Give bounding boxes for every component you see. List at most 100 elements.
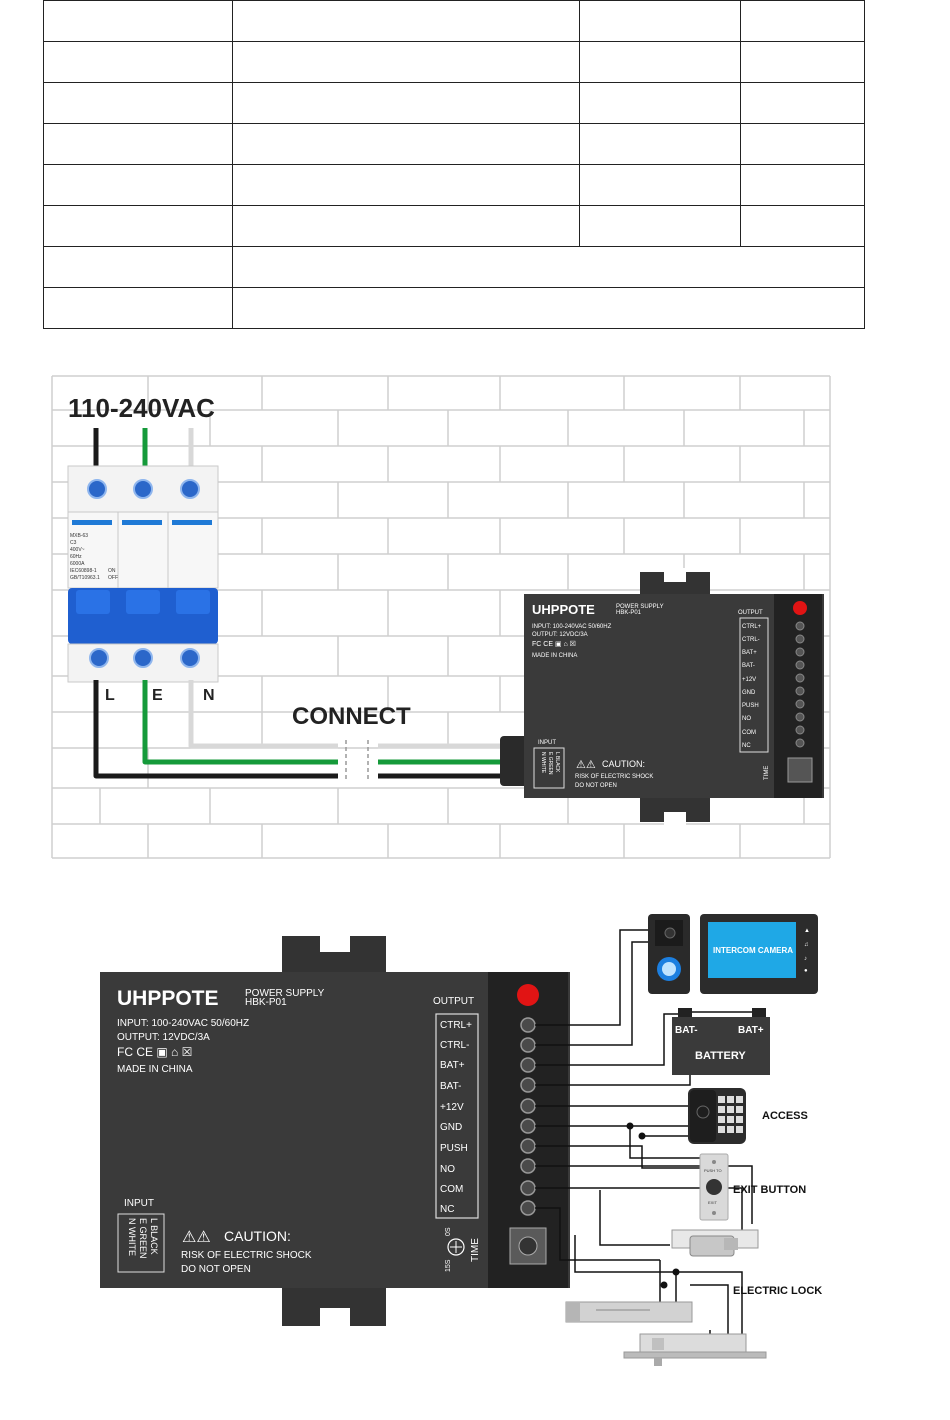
- exit-button: PUSH TO EXIT: [699, 1153, 729, 1221]
- device-brand: UHPPOTE: [117, 987, 219, 1010]
- electric-lock-label: ELECTRIC LOCK: [733, 1285, 822, 1297]
- exit-button-label: EXIT BUTTON: [733, 1184, 806, 1196]
- spec-table: [43, 0, 865, 329]
- battery-minus-label: BAT-: [675, 1025, 698, 1036]
- caution-title-small: CAUTION:: [602, 759, 645, 769]
- terminal-label: PUSH: [440, 1143, 468, 1154]
- device-product-line2: HBK-P01: [245, 997, 287, 1008]
- led-indicator-large: [517, 984, 539, 1006]
- wire-l-label: L BLACK: [149, 1218, 159, 1255]
- exit-label-small: EXIT: [708, 1200, 717, 1205]
- svg-text:♫: ♫: [804, 942, 809, 948]
- connect-label: CONNECT: [292, 703, 411, 730]
- breaker-rating: C3: [70, 540, 77, 546]
- device-product-line2-small: HBK-P01: [616, 610, 642, 616]
- terminal-small: NC: [742, 743, 751, 749]
- terminal-label: NC: [440, 1204, 454, 1215]
- device-product-line1: POWER SUPPLY: [245, 988, 325, 999]
- time-label-small: TIME: [764, 766, 770, 780]
- input-label: INPUT: [124, 1198, 154, 1209]
- terminal-small: NO: [742, 716, 751, 722]
- table-row: [43, 123, 865, 165]
- terminal-label-n: N: [203, 687, 215, 704]
- table-row: [43, 41, 865, 83]
- terminal-small: CTRL+: [742, 624, 762, 630]
- caution-line1: RISK OF ELECTRIC SHOCK: [181, 1250, 312, 1261]
- push-to-label: PUSH TO: [704, 1168, 722, 1173]
- terminal-label: NO: [440, 1164, 455, 1175]
- time-dial-icon: [447, 1238, 465, 1256]
- table-cell: [579, 82, 741, 124]
- table-cell: [232, 287, 865, 329]
- wire-n-label: N WHITE: [127, 1218, 137, 1256]
- table-row: [43, 287, 865, 329]
- device-made-in-small: MADE IN CHINA: [532, 653, 577, 659]
- breaker-screw-icons: [87, 479, 200, 668]
- ac-wires: [93, 680, 508, 782]
- terminal-small: PUSH: [742, 703, 759, 709]
- electric-strike: [671, 1229, 759, 1257]
- table-cell: [43, 287, 233, 329]
- terminal-label: BAT+: [440, 1060, 465, 1071]
- device-input-spec-small: INPUT: 100-240VAC 50/60HZ: [532, 624, 612, 630]
- time-label: TIME: [470, 1238, 481, 1262]
- doorbell-camera: [648, 914, 690, 994]
- device-input-spec: INPUT: 100-240VAC 50/60HZ: [117, 1018, 249, 1029]
- time-min-label: 0S: [445, 1227, 452, 1236]
- breaker-cap: 6000A: [70, 561, 85, 567]
- table-cell: [740, 82, 865, 124]
- svg-text:♪: ♪: [804, 956, 807, 962]
- bolt-lock: [623, 1333, 767, 1366]
- power-supply-device-large: UHPPOTE POWER SUPPLY HBK-P01 INPUT: 100-…: [100, 932, 570, 1328]
- terminal-label: COM: [440, 1184, 463, 1195]
- table-cell: [579, 164, 741, 206]
- circuit-breaker: MXB-63 C3 400V~ 60Hz 6000A IEC60898-1 GB…: [67, 465, 219, 683]
- device-made-in: MADE IN CHINA: [117, 1064, 193, 1075]
- caution-line1-small: RISK OF ELECTRIC SHOCK: [575, 774, 653, 780]
- caution-line2-small: DO NOT OPEN: [575, 783, 617, 789]
- magnetic-lock: [565, 1301, 693, 1323]
- warning-icon: ⚠⚠: [576, 759, 596, 771]
- battery: BAT- BAT+ BATTERY: [672, 1008, 770, 1075]
- terminal-label: +12V: [440, 1102, 464, 1113]
- table-cell: [579, 41, 741, 83]
- breaker-voltage: 400V~: [70, 547, 85, 553]
- led-indicator: [793, 601, 807, 615]
- table-cell: [740, 41, 865, 83]
- battery-label: BATTERY: [695, 1050, 746, 1062]
- terminal-small: GND: [742, 690, 756, 696]
- access-label: ACCESS: [762, 1110, 808, 1122]
- terminal-label: CTRL+: [440, 1020, 472, 1031]
- breaker-model: MXB-63: [70, 533, 88, 539]
- table-cell: [232, 123, 580, 165]
- terminal-small: BAT-: [742, 663, 755, 669]
- device-output-spec-small: OUTPUT: 12VDC/3A: [532, 632, 588, 638]
- terminal-label-l: L: [105, 687, 115, 704]
- terminal-small: BAT+: [742, 650, 757, 656]
- breaker-freq: 60Hz: [70, 554, 82, 560]
- table-cell: [43, 246, 233, 288]
- power-supply-device-small: UHPPOTE POWER SUPPLY HBK-P01 INPUT: 100-…: [500, 568, 824, 826]
- input-wires-top: [93, 428, 194, 468]
- table-row: [43, 246, 865, 288]
- table-row: [43, 205, 865, 247]
- wire-e-small: E GREEN: [547, 752, 553, 775]
- terminal-small: +12V: [742, 677, 756, 683]
- svg-text:▲: ▲: [804, 928, 810, 934]
- wire-l-small: L BLACK: [554, 752, 560, 773]
- voltage-title: 110-240VAC: [68, 393, 215, 423]
- access-keypad: [688, 1088, 746, 1144]
- table-cell: [579, 0, 741, 42]
- terminal-label-e: E: [152, 687, 163, 704]
- output-label-small: OUTPUT: [738, 610, 763, 616]
- wire-junctions: [626, 1122, 680, 1289]
- terminal-label: GND: [440, 1122, 462, 1133]
- table-cell: [740, 123, 865, 165]
- device-output-spec: OUTPUT: 12VDC/3A: [117, 1032, 210, 1043]
- device-product-line1-small: POWER SUPPLY: [616, 604, 664, 610]
- breaker-std2: GB/T10963.1: [70, 575, 100, 581]
- device-certs-small: FC CE ▣ ⌂ ☒: [532, 640, 576, 648]
- terminal-small: CTRL-: [742, 637, 760, 643]
- intercom-label: INTERCOM CAMERA: [713, 946, 793, 955]
- svg-text:●: ●: [804, 968, 808, 974]
